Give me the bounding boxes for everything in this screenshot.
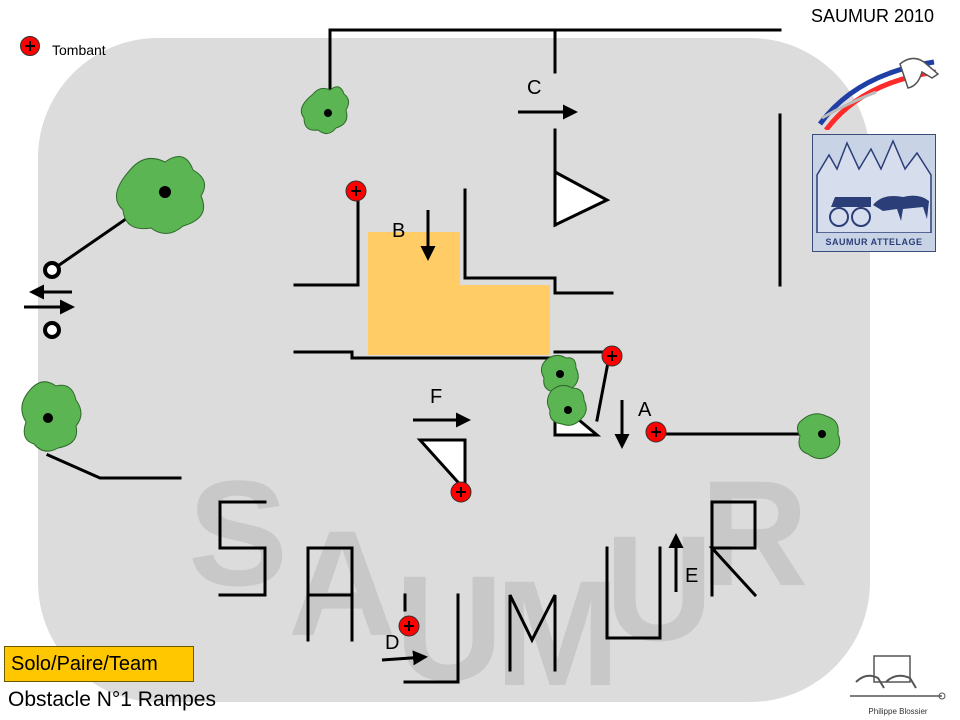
tree	[546, 384, 587, 426]
letter-fence-U	[403, 593, 460, 684]
letter-fence-U2	[605, 546, 662, 640]
obstacle-title: Obstacle N°1 Rampes	[8, 688, 216, 711]
label-A: A	[638, 399, 652, 421]
event-title: SAUMUR 2010	[810, 6, 934, 26]
tree	[300, 86, 350, 134]
watermark: S A U M U R	[188, 449, 808, 717]
tombant-icon	[398, 615, 420, 637]
label-D: D	[385, 632, 399, 654]
arena-ground	[38, 38, 870, 702]
letter-fence-R	[708, 500, 758, 598]
fence	[328, 28, 782, 102]
tree	[796, 413, 841, 460]
tree	[115, 156, 206, 234]
fence	[463, 188, 614, 295]
tombant-icon	[645, 421, 667, 443]
letter-fence-M	[508, 594, 557, 672]
label-B: B	[392, 220, 405, 242]
arrow-D	[381, 650, 428, 666]
tombant-icon	[345, 180, 367, 202]
watermark-letter: S	[188, 449, 288, 617]
sand-zone	[368, 232, 550, 355]
tombant-icon	[601, 345, 623, 367]
watermark-letter: M	[495, 549, 620, 717]
letter-fence-S	[218, 500, 267, 597]
saumur-attelage-logo: SAUMUR ATTELAGE	[812, 134, 936, 252]
category-badge: Solo/Paire/Team	[4, 646, 194, 682]
author-logo: Philippe Blossier	[846, 652, 950, 718]
triangle-obstacle	[553, 169, 611, 228]
tombant-icon	[450, 481, 472, 503]
watermark-letter: A	[288, 499, 396, 667]
fence	[46, 453, 182, 480]
label-C: C	[527, 77, 541, 99]
tree	[21, 381, 82, 452]
start-finish-line	[24, 261, 75, 339]
author-caption: Philippe Blossier	[868, 707, 928, 716]
legend-label: Tombant	[52, 42, 106, 58]
label-E: E	[685, 565, 698, 587]
label-F: F	[430, 386, 442, 408]
triangle-obstacle	[416, 438, 467, 494]
ffe-logo	[817, 57, 940, 130]
red-circle-plus-icon	[20, 36, 40, 56]
attelage-caption: SAUMUR ATTELAGE	[825, 237, 923, 247]
fence	[293, 193, 360, 287]
fence	[293, 350, 557, 360]
tombant-markers	[345, 180, 667, 637]
